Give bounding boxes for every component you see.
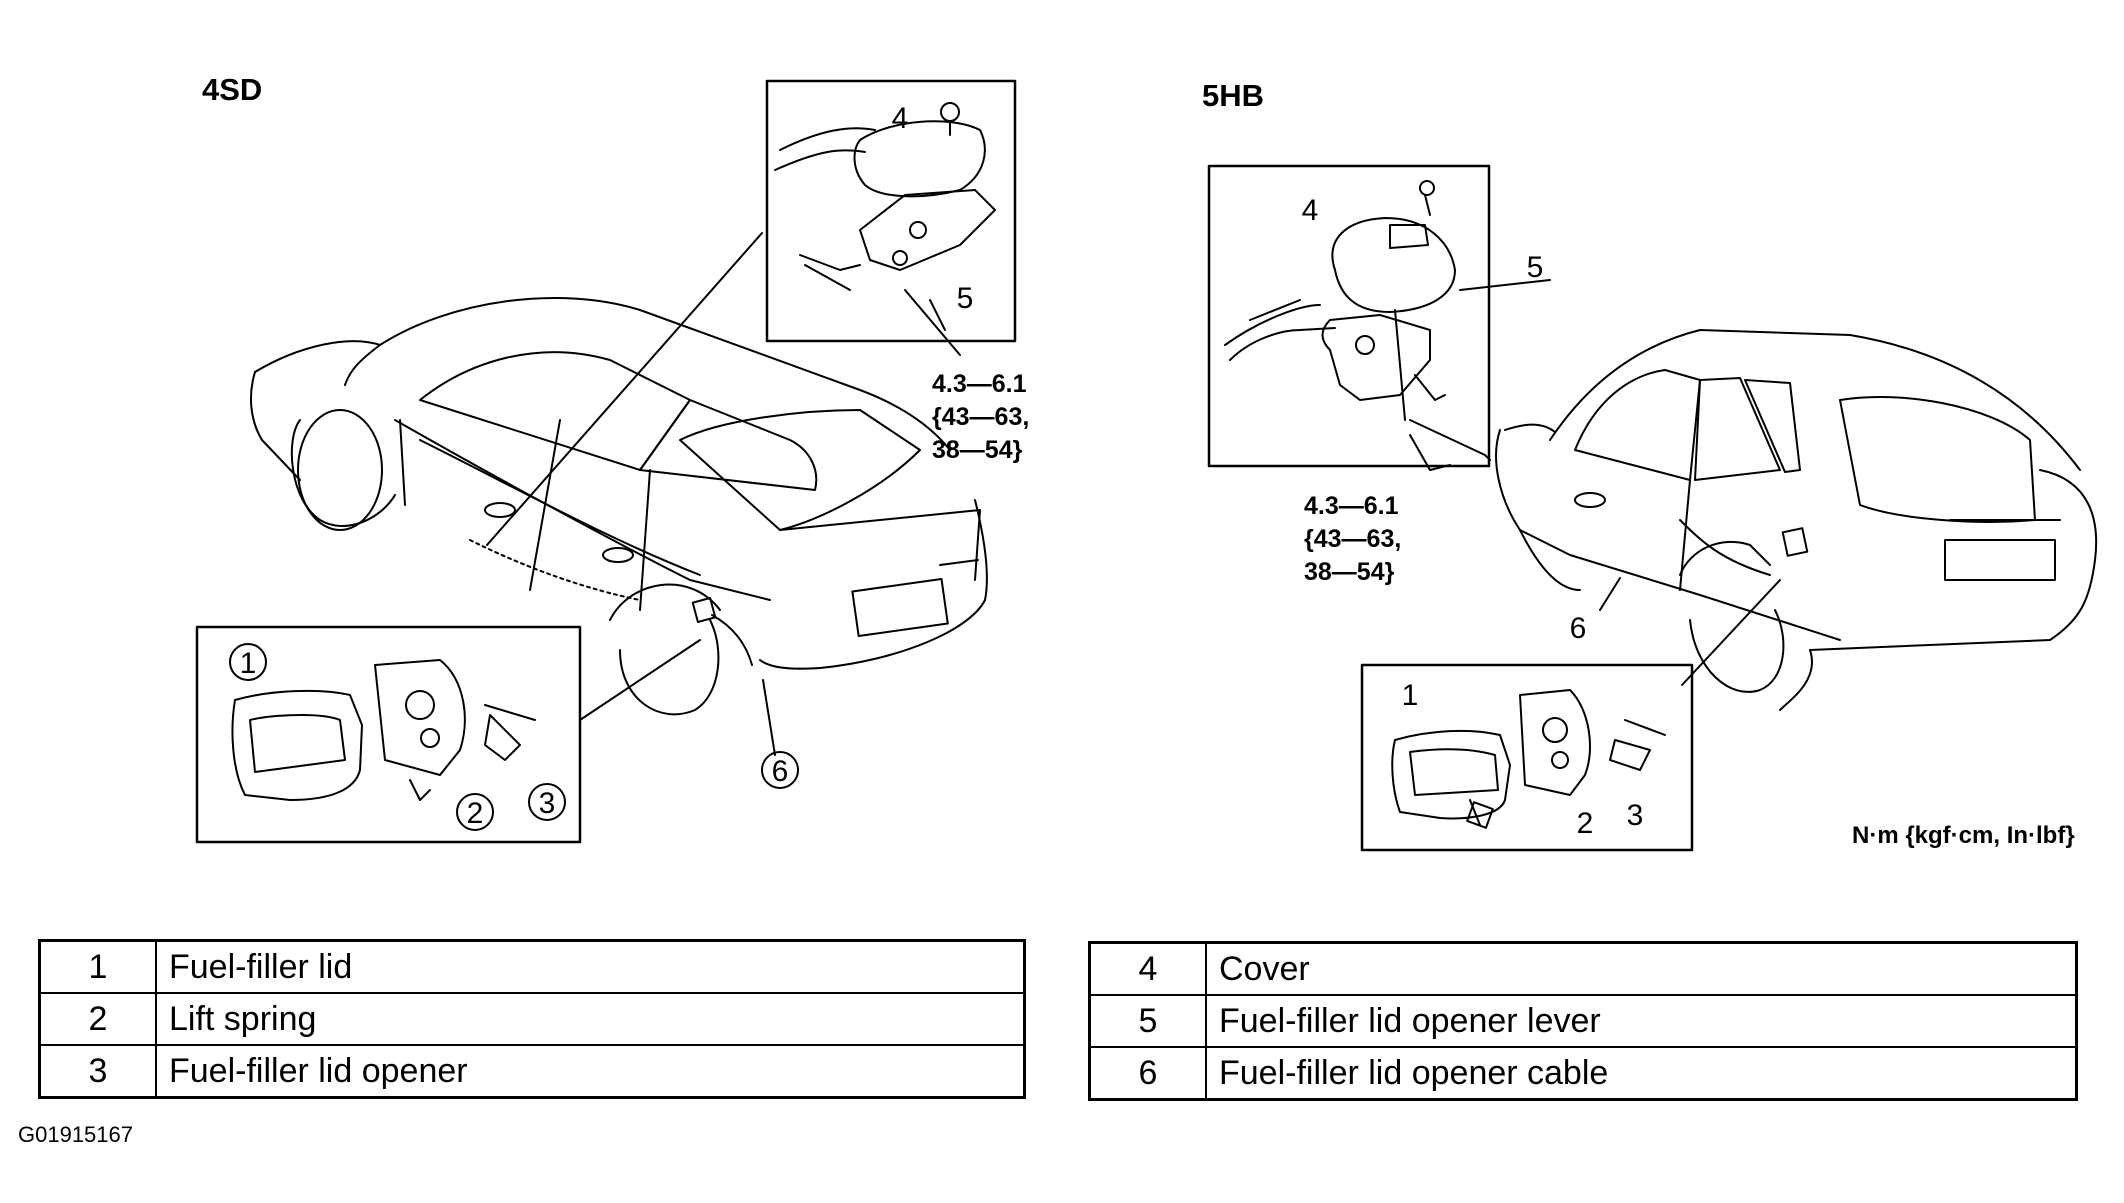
legend-label: Fuel-filler lid opener cable <box>1205 1046 2078 1101</box>
table-row: 6 Fuel-filler lid opener cable <box>1088 1046 2078 1101</box>
torque-spec-4sd: 4.3—6.1 {43—63, 38—54} <box>932 368 1029 467</box>
torque-spec-5hb: 4.3—6.1 {43—63, 38—54} <box>1304 490 1401 589</box>
callout-4: 4 <box>892 102 909 135</box>
sedan-callouts: 1 2 3 4 5 6 <box>229 102 974 831</box>
legend-label: Cover <box>1205 941 2078 996</box>
callout-1: 1 <box>1402 679 1419 712</box>
torque-range-inlbf: 38—54} <box>932 436 1023 464</box>
callout-3: 3 <box>539 787 556 820</box>
hatchback-illustration <box>1409 329 2098 711</box>
table-row: 1 Fuel-filler lid <box>38 939 1026 994</box>
torque-range-nm: 4.3—6.1 <box>1304 492 1399 520</box>
torque-range-kgfcm: {43—63, <box>1304 525 1402 553</box>
hatchback-callouts: 1 2 3 4 5 6 <box>1302 194 1644 840</box>
legend-label: Fuel-filler lid <box>155 939 1026 994</box>
legend-label: Fuel-filler lid opener <box>155 1044 1026 1099</box>
legend-number: 6 <box>1088 1046 1207 1101</box>
callout-2: 2 <box>467 797 484 830</box>
callout-1: 1 <box>240 647 257 680</box>
table-row: 2 Lift spring <box>38 992 1026 1046</box>
legend-label: Lift spring <box>155 992 1026 1046</box>
sedan-filler-detail <box>195 625 582 844</box>
callout-4: 4 <box>1302 194 1319 227</box>
torque-range-inlbf: 38—54} <box>1304 558 1395 586</box>
figure-id: G01915167 <box>18 1122 133 1147</box>
callout-5: 5 <box>957 282 974 315</box>
table-row: 4 Cover <box>1088 941 2078 996</box>
legend-number: 4 <box>1088 941 1207 996</box>
legend-number: 1 <box>38 939 157 994</box>
callout-6: 6 <box>772 755 789 788</box>
sedan-lever-detail <box>765 79 1017 356</box>
legend-table-right: 4 Cover 5 Fuel-filler lid opener lever 6… <box>1088 941 2078 1101</box>
variant-label-5hb: 5HB <box>1202 78 1265 113</box>
legend-number: 2 <box>38 992 157 1046</box>
legend-table-left: 1 Fuel-filler lid 2 Lift spring 3 Fuel-f… <box>38 939 1026 1099</box>
callout-6: 6 <box>1570 612 1587 645</box>
torque-range-kgfcm: {43—63, <box>932 403 1030 431</box>
table-row: 5 Fuel-filler lid opener lever <box>1088 994 2078 1048</box>
torque-range-nm: 4.3—6.1 <box>932 370 1027 398</box>
sedan-illustration <box>250 232 988 756</box>
table-row: 3 Fuel-filler lid opener <box>38 1044 1026 1099</box>
legend-number: 3 <box>38 1044 157 1099</box>
variant-label-4sd: 4SD <box>202 72 263 107</box>
torque-units-note: N·m {kgf·cm, In·lbf} <box>1852 822 2075 849</box>
legend-label: Fuel-filler lid opener lever <box>1205 994 2078 1048</box>
legend-number: 5 <box>1088 994 1207 1048</box>
hatchback-lever-detail <box>1207 164 1551 471</box>
callout-2: 2 <box>1577 807 1594 840</box>
callout-5: 5 <box>1527 251 1544 284</box>
callout-3: 3 <box>1627 799 1644 832</box>
hatchback-filler-detail <box>1360 663 1694 852</box>
